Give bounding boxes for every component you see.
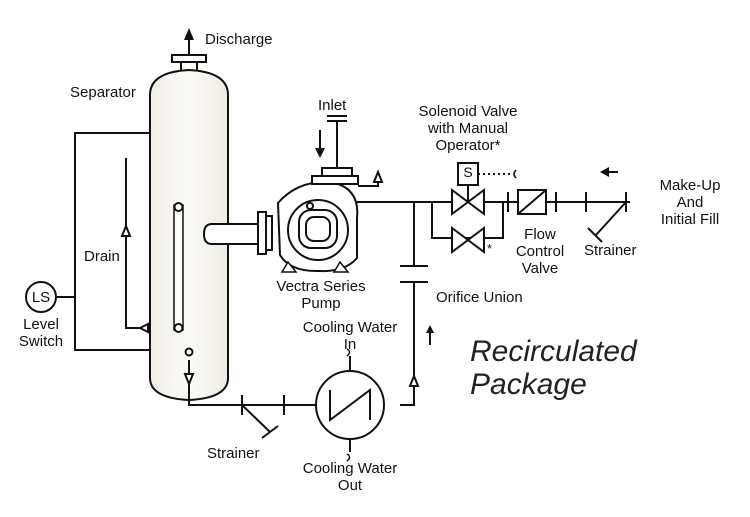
orifice-union-label: Orifice Union	[436, 289, 523, 306]
diagram-title: Recirculated Package	[470, 335, 637, 401]
flow-control-valve-label: Flow Control Valve	[515, 226, 565, 277]
suction-pipe	[202, 211, 273, 255]
separator-label: Separator	[70, 84, 136, 101]
recirc-line	[357, 201, 630, 406]
heat-exchanger	[315, 348, 385, 462]
solenoid-valve-label: Solenoid Valve with Manual Operator*	[418, 103, 518, 154]
vectra-pump	[276, 115, 384, 273]
cooling-water-out-label: Cooling Water Out	[302, 460, 398, 494]
level-switch-loop	[25, 132, 150, 351]
inlet-label: Inlet	[318, 97, 347, 114]
solenoid-symbol: S	[463, 164, 473, 180]
level-switch-label: Level Switch	[18, 316, 64, 350]
flow-control-valve	[507, 189, 557, 215]
discharge-label: Discharge	[205, 31, 273, 48]
drain-label: Drain	[84, 248, 120, 265]
cooling-water-in-label: Cooling Water In	[302, 319, 398, 353]
discharge-outlet	[171, 28, 207, 73]
strainer-bottom-label: Strainer	[207, 445, 260, 462]
bottom-line	[183, 360, 320, 439]
separator-tank	[149, 68, 229, 402]
level-switch-symbol-label: LS	[31, 289, 51, 306]
drain-line	[120, 158, 150, 334]
manual-valve	[451, 226, 485, 254]
make-up-label: Make-Up And Initial Fill	[659, 177, 721, 228]
strainer-right	[585, 167, 627, 243]
level-switch-symbol	[25, 281, 57, 313]
pump-label: Vectra Series Pump	[276, 278, 366, 312]
solenoid-valve	[451, 162, 517, 216]
bypass-valve-star: *	[487, 241, 493, 256]
strainer-right-label: Strainer	[584, 242, 637, 259]
